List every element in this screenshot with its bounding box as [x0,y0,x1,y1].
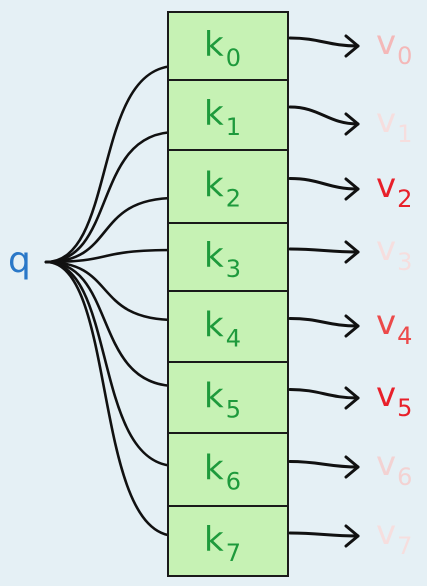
query-key-wire [44,260,178,322]
arrow-head [344,177,360,201]
key-value-arrow [288,531,360,538]
key-cell [167,222,289,292]
key-value-arrow [288,388,360,400]
key-cell [167,290,289,363]
value-label: v1 [376,101,412,148]
arrow-head [344,34,360,58]
arrow-head [344,386,360,410]
query-key-wire [44,130,178,264]
value-label: v3 [376,229,412,276]
arrow-head [344,524,360,548]
value-label: v6 [376,444,412,491]
arrow-head [344,314,360,338]
arrow-head [344,240,360,264]
key-value-arrow [288,317,360,328]
key-value-arrow [288,247,360,254]
value-label: v2 [376,166,412,213]
key-cell [167,361,289,434]
arrow-head [344,112,360,136]
key-value-arrow [288,177,360,191]
value-label: v5 [376,375,412,422]
key-value-arrow [288,36,360,48]
query-label: q [8,240,31,281]
arrow-head [344,455,360,479]
key-cell [167,149,289,224]
key-cell [167,505,289,577]
value-label: v0 [376,23,412,70]
key-label: k6 [204,449,241,496]
key-cell [167,79,289,151]
query-key-connections [44,64,178,538]
key-value-arrows [288,34,360,548]
key-value-arrow [288,105,360,126]
value-column: v0 v1 v2 v3 v4 v5 v6 v7 [376,23,412,560]
key-cell [167,11,289,81]
key-value-arrow [288,460,360,469]
query-key-wire [44,196,178,264]
query-key-wire [44,64,178,264]
query-key-wire [44,260,178,468]
value-label: v4 [376,303,412,350]
query-key-wire [44,260,178,388]
query-key-wire [44,260,178,538]
query-key-wire [44,248,178,264]
value-label: v7 [376,513,412,560]
